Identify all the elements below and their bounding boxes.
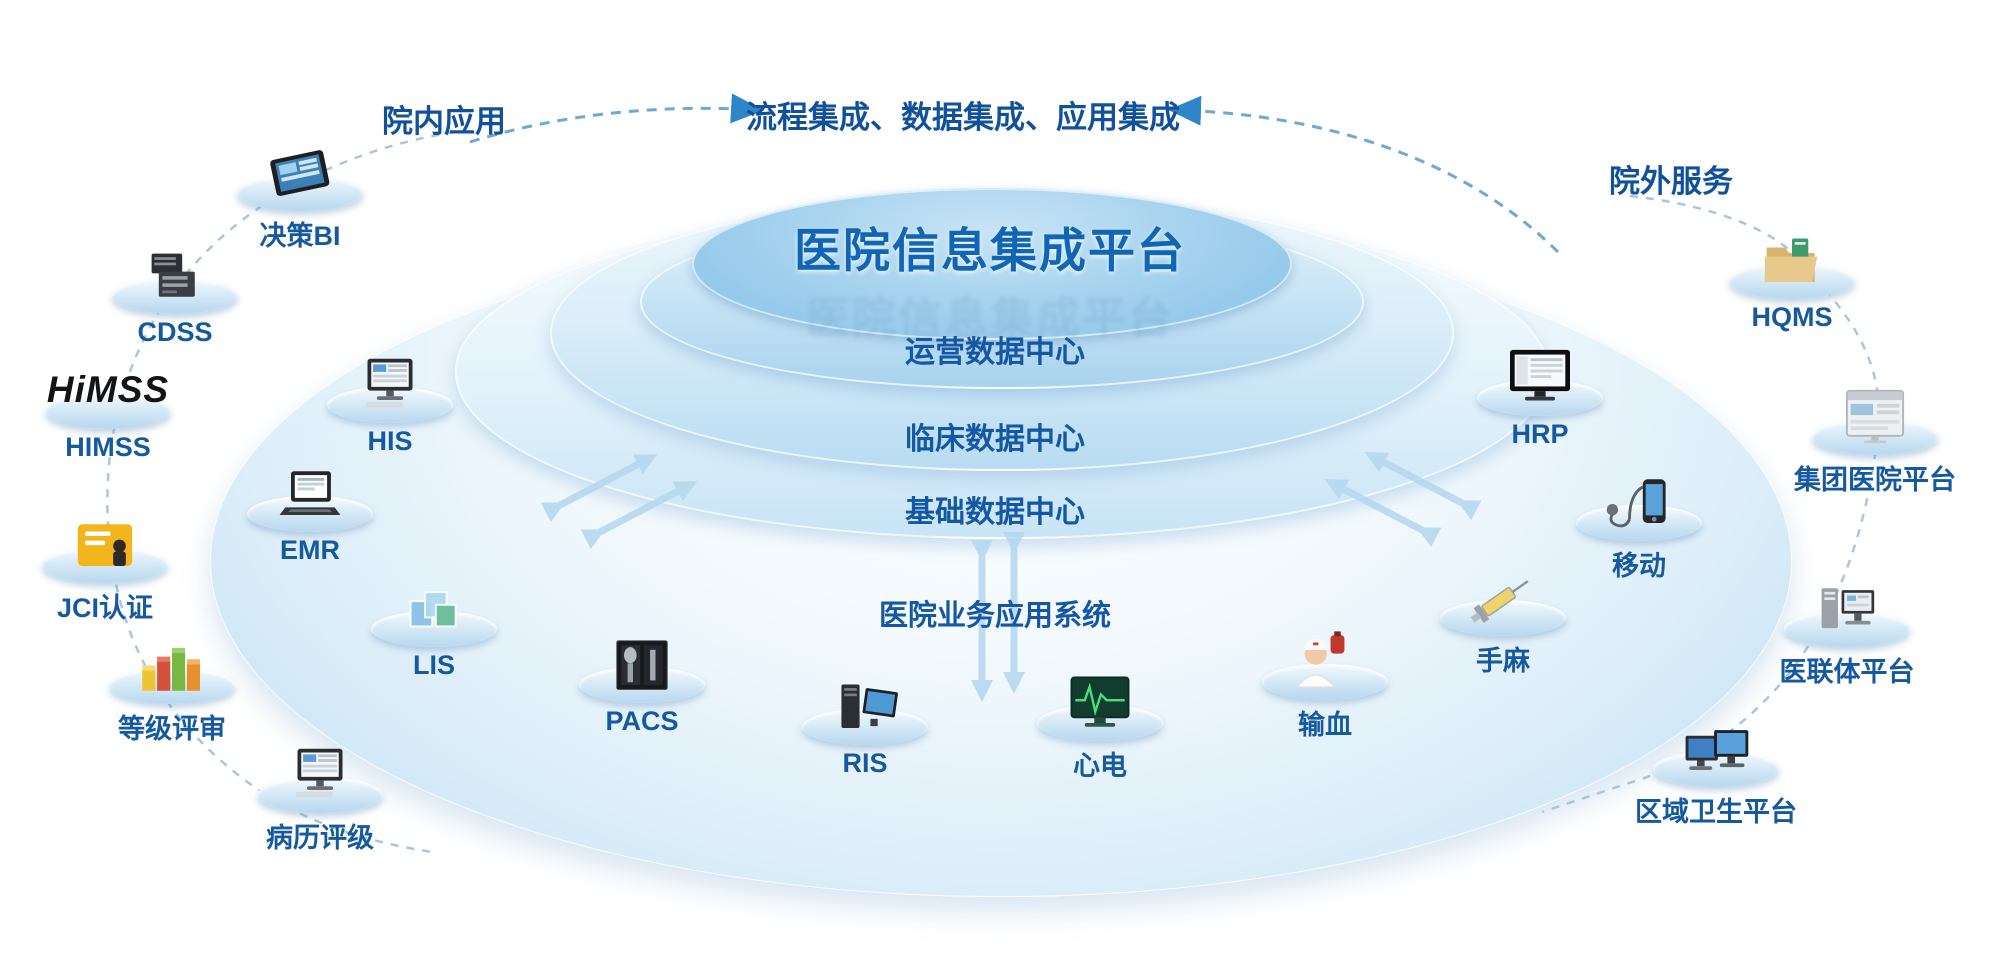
node-anesthesia[interactable]: 手麻 bbox=[1398, 550, 1608, 678]
server-monitor-icon bbox=[1821, 588, 1875, 629]
node-hqms[interactable]: HQMS bbox=[1687, 213, 1897, 333]
webpage-icon bbox=[1845, 389, 1905, 444]
node-label: 等级评审 bbox=[118, 714, 226, 744]
node-label: HRP bbox=[1511, 419, 1569, 449]
node-ris[interactable]: RIS bbox=[760, 659, 970, 779]
node-label: JCI认证 bbox=[56, 593, 154, 623]
node-emr[interactable]: EMR bbox=[205, 446, 415, 566]
tier-label-basic: 基础数据中心 bbox=[905, 496, 1085, 529]
node-cdss[interactable]: CDSS bbox=[70, 228, 280, 348]
group-label-external: 院外服务 bbox=[1609, 164, 1733, 199]
bar-chart-icon bbox=[142, 647, 200, 691]
node-label: CDSS bbox=[137, 317, 213, 347]
node-label: 医联体平台 bbox=[1779, 657, 1915, 687]
node-mobile[interactable]: 移动 bbox=[1534, 455, 1744, 583]
exchange-arrows-left bbox=[540, 453, 698, 550]
node-label: 心电 bbox=[1073, 751, 1127, 781]
exchange-arrows-center bbox=[971, 532, 1025, 702]
node-ecg[interactable]: 心电 bbox=[995, 655, 1205, 783]
desktop-icon bbox=[365, 358, 413, 408]
node-group-hospital[interactable]: 集团医院平台 bbox=[1770, 369, 1980, 497]
syringe-icon bbox=[1470, 580, 1529, 623]
server-icon bbox=[151, 253, 195, 297]
node-regional-health[interactable]: 区域卫生平台 bbox=[1611, 701, 1821, 829]
arc-right-dashed bbox=[1168, 95, 1560, 254]
platform-title: 医院信息集成平台 bbox=[794, 224, 1186, 277]
dual-computer-icon bbox=[1685, 730, 1749, 770]
tier-label-operation: 运营数据中心 bbox=[905, 336, 1085, 369]
node-label: 区域卫生平台 bbox=[1635, 797, 1797, 827]
mobile-health-icon bbox=[1606, 479, 1666, 528]
base-systems-label: 医院业务应用系统 bbox=[878, 600, 1112, 632]
platform-pad bbox=[1784, 611, 1910, 647]
node-label: HIMSS bbox=[65, 432, 151, 462]
monitor-icon bbox=[1510, 349, 1570, 401]
platform-lid-ellipse bbox=[692, 188, 1292, 340]
workstation-icon bbox=[841, 684, 898, 728]
node-hrp[interactable]: HRP bbox=[1435, 330, 1645, 450]
group-label-inhospital: 院内应用 bbox=[382, 104, 506, 139]
node-label: 决策BI bbox=[259, 221, 341, 251]
platform-pad bbox=[1576, 505, 1702, 541]
node-transfusion[interactable]: 输血 bbox=[1220, 614, 1430, 742]
node-label: HQMS bbox=[1751, 302, 1833, 332]
node-jci[interactable]: JCI认证 bbox=[0, 497, 210, 625]
node-his[interactable]: HIS bbox=[285, 337, 495, 457]
nurse-icon bbox=[1295, 631, 1345, 688]
node-label: HIS bbox=[367, 426, 413, 456]
desktop-icon bbox=[295, 748, 343, 798]
integration-banner: 流程集成、数据集成、应用集成 bbox=[746, 100, 1180, 135]
node-decision-bi[interactable]: 决策BI bbox=[195, 125, 405, 253]
node-pacs[interactable]: PACS bbox=[537, 617, 747, 737]
node-himss[interactable]: HiMSS HIMSS bbox=[3, 343, 213, 463]
node-grade-review[interactable]: 等级评审 bbox=[67, 618, 277, 746]
tablet-icon bbox=[270, 150, 330, 196]
platform-pad bbox=[45, 393, 171, 429]
node-label: RIS bbox=[842, 748, 888, 778]
cubes-icon bbox=[409, 591, 457, 628]
node-lis[interactable]: LIS bbox=[329, 561, 539, 681]
node-label: 手麻 bbox=[1476, 646, 1530, 676]
tier-label-clinical: 临床数据中心 bbox=[905, 423, 1085, 456]
arc-left-dashed bbox=[469, 93, 764, 144]
ecg-monitor-icon bbox=[1070, 676, 1130, 727]
certificate-icon bbox=[77, 524, 133, 566]
laptop-icon bbox=[279, 471, 341, 515]
node-label: 病历评级 bbox=[266, 823, 374, 853]
folder-icon bbox=[1764, 238, 1818, 282]
node-label: 集团医院平台 bbox=[1794, 465, 1956, 495]
exchange-arrows-right bbox=[1324, 451, 1482, 548]
platform-pad bbox=[802, 709, 928, 745]
node-label: 移动 bbox=[1612, 551, 1666, 581]
node-label: EMR bbox=[280, 535, 340, 565]
xray-icon bbox=[616, 640, 668, 690]
node-label: LIS bbox=[412, 650, 455, 680]
node-label: PACS bbox=[605, 706, 679, 736]
platform-title-reflection: 医院信息集成平台 bbox=[806, 294, 1174, 343]
node-label: 输血 bbox=[1298, 710, 1352, 740]
node-medical-alliance[interactable]: 医联体平台 bbox=[1742, 561, 1952, 689]
himss-logo: HiMSS bbox=[46, 369, 170, 410]
node-record-rating[interactable]: 病历评级 bbox=[215, 727, 425, 855]
